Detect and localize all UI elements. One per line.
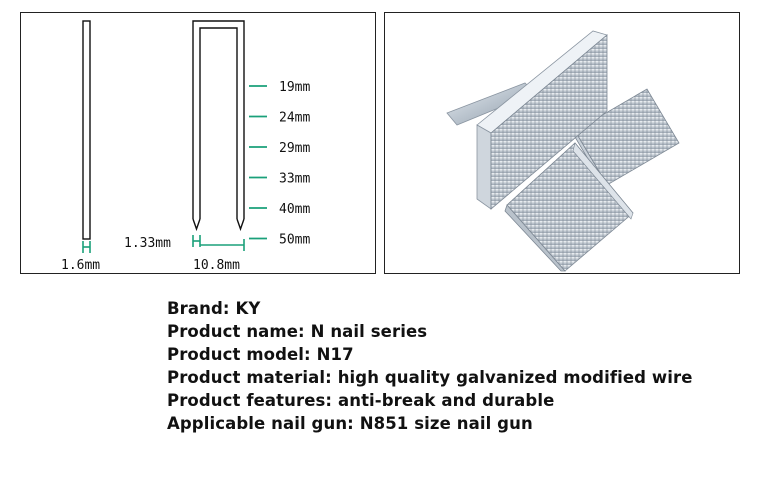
- staple-strip-front-edge: [504, 204, 566, 272]
- spec-value: KY: [235, 299, 261, 318]
- staple-front-inner: [199, 27, 238, 219]
- spec-brand: Brand: KY: [167, 297, 767, 320]
- length-ticks: 19mm 24mm 29mm 33mm 40mm 50mm: [249, 80, 310, 248]
- product-spec-list: Brand: KY Product name: N nail series Pr…: [167, 297, 767, 435]
- spec-label: Product material:: [167, 368, 332, 387]
- spec-label: Brand:: [167, 299, 230, 318]
- spec-product-model: Product model: N17: [167, 343, 767, 366]
- product-photo: [384, 12, 740, 274]
- diagram-svg: 1.6mm 1.33mm 10.8mm 19mm 24mm 29mm 33mm 40mm…: [61, 20, 310, 273]
- staple-left-point: [192, 218, 201, 232]
- crown-width-dimension: [200, 239, 245, 251]
- spec-label: Product features:: [167, 391, 333, 410]
- length-label: 40mm: [279, 202, 310, 217]
- crown-width-label: 10.8mm: [193, 258, 240, 273]
- thickness-label: 1.6mm: [61, 258, 100, 273]
- spec-value: N nail series: [310, 322, 428, 341]
- length-label: 29mm: [279, 141, 310, 156]
- length-label: 50mm: [279, 233, 310, 248]
- spec-label: Product name:: [167, 322, 305, 341]
- spec-label: Product model:: [167, 345, 311, 364]
- spec-applicable-gun: Applicable nail gun: N851 size nail gun: [167, 412, 767, 435]
- length-label: 24mm: [279, 111, 310, 126]
- spec-value: anti-break and durable: [337, 391, 555, 410]
- staple-strips-illustration: [446, 30, 680, 272]
- spec-product-name: Product name: N nail series: [167, 320, 767, 343]
- staple-right-point: [236, 218, 245, 232]
- length-label: 33mm: [279, 172, 310, 187]
- thickness-dimension: [82, 241, 91, 253]
- staple-dimension-diagram: 1.6mm 1.33mm 10.8mm 19mm 24mm 29mm 33mm 40mm…: [20, 12, 376, 274]
- wire-width-dimension: [192, 235, 201, 247]
- staple-side-view: [82, 20, 91, 240]
- staple-front-outer: [192, 20, 245, 219]
- spec-product-features: Product features: anti-break and durable: [167, 389, 767, 412]
- spec-value: N851 size nail gun: [359, 414, 533, 433]
- staple-strip-tall-face: [490, 34, 608, 210]
- spec-product-material: Product material: high quality galvanize…: [167, 366, 767, 389]
- staple-strip-front-top: [572, 142, 634, 220]
- length-label: 19mm: [279, 80, 310, 95]
- staple-strip-tall-side: [476, 124, 492, 210]
- wire-width-label: 1.33mm: [124, 236, 171, 251]
- spec-value: high quality galvanized modified wire: [337, 368, 693, 387]
- spec-label: Applicable nail gun:: [167, 414, 354, 433]
- spec-value: N17: [316, 345, 354, 364]
